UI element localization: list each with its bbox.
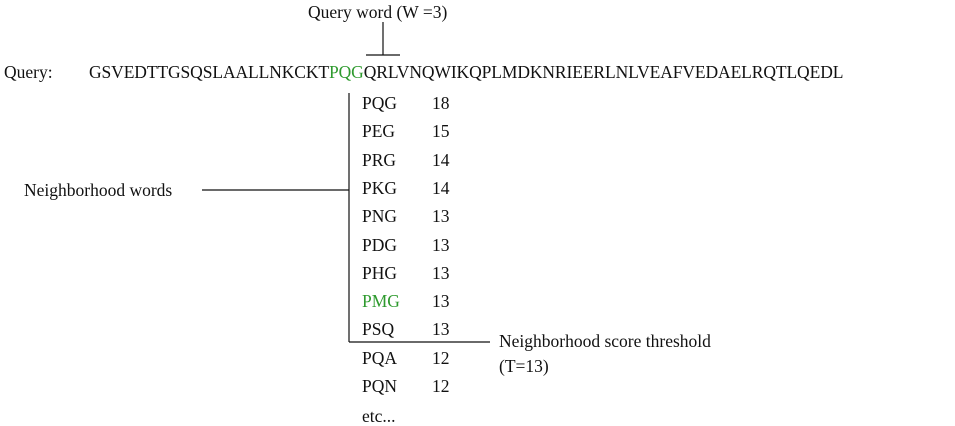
threshold-label-line1: Neighborhood score threshold xyxy=(499,331,711,351)
neighbor-word: PKG xyxy=(362,177,398,198)
neighbor-row: PQN 12 xyxy=(362,376,482,396)
neighbor-row: PMG 13 xyxy=(362,291,482,311)
query-label: Query: xyxy=(4,62,53,82)
neighbor-row: PHG 13 xyxy=(362,263,482,283)
threshold-label-line2: (T=13) xyxy=(499,356,549,376)
neighbor-score: 13 xyxy=(432,262,450,283)
neighbor-score: 13 xyxy=(432,319,450,340)
neighbor-row: PQG 18 xyxy=(362,93,482,113)
neighbor-score: 14 xyxy=(432,149,450,170)
neighborhood-words-label: Neighborhood words xyxy=(24,180,173,200)
neighbor-word: PDG xyxy=(362,234,398,255)
neighbor-score: 13 xyxy=(432,206,450,227)
neighbor-score: 13 xyxy=(432,234,450,255)
neighbor-row: PDG 13 xyxy=(362,235,482,255)
neighbor-word: PQN xyxy=(362,376,398,396)
neighbor-score: 12 xyxy=(432,347,450,368)
neighbor-word: PEG xyxy=(362,121,396,142)
query-sequence-before: GSVEDTTGSQSLAALLNKCKT xyxy=(89,62,329,82)
neighbor-word: PSQ xyxy=(362,319,395,340)
etc-label: etc... xyxy=(362,406,396,426)
neighbor-word: PNG xyxy=(362,206,398,227)
neighbor-score: 13 xyxy=(432,291,450,312)
neighbor-word: PRG xyxy=(362,149,397,170)
neighbor-score: 18 xyxy=(432,93,450,113)
neighbor-score: 15 xyxy=(432,121,450,142)
neighbor-word: PQA xyxy=(362,347,398,368)
neighbor-word: PQG xyxy=(362,93,398,113)
neighbor-row: PSQ 13 xyxy=(362,319,482,339)
neighbor-score: 14 xyxy=(432,177,450,198)
neighbor-row: PEG 15 xyxy=(362,121,482,141)
neighbor-word: PMG xyxy=(362,291,400,312)
neighbor-row: PQA 12 xyxy=(362,348,482,368)
query-word-label: Query word (W =3) xyxy=(308,2,448,22)
neighbor-row: PKG 14 xyxy=(362,178,482,198)
query-sequence-after: QRLVNQWIKQPLMDKNRIEERLNLVEAFVEDAELRQTLQE… xyxy=(363,62,844,82)
neighbor-row: PNG 13 xyxy=(362,206,482,226)
neighbor-row: PRG 14 xyxy=(362,150,482,170)
neighbor-score: 12 xyxy=(432,376,450,396)
neighbor-word: PHG xyxy=(362,262,398,283)
query-word-highlight: PQG xyxy=(328,62,364,82)
query-sequence: GSVEDTTGSQSLAALLNKCKTPQGQRLVNQWIKQPLMDKN… xyxy=(89,62,843,82)
